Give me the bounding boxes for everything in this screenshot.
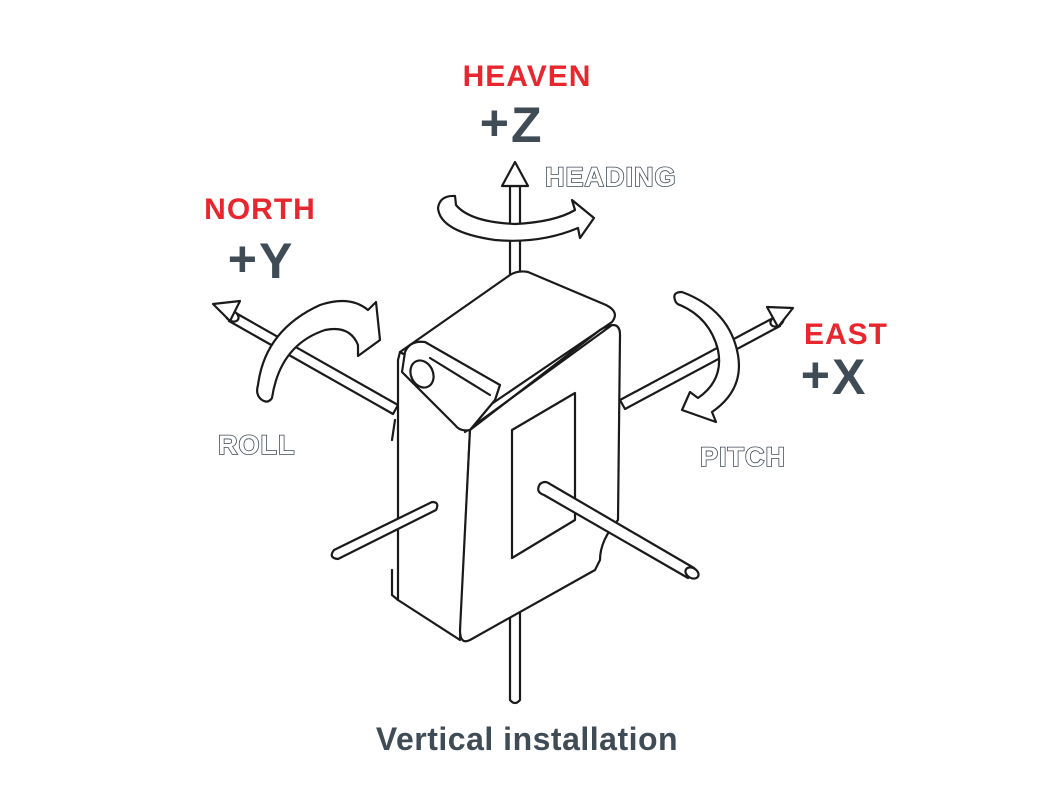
- roll-label: ROLL: [218, 430, 296, 460]
- diagram-caption: Vertical installation: [376, 721, 678, 757]
- y-axis-arrowhead: [211, 299, 242, 323]
- y-axis-letter: Y: [259, 233, 292, 289]
- z-axis-sign: +: [480, 95, 509, 151]
- heading-label: HEADING: [545, 162, 677, 192]
- x-direction-label: EAST: [804, 318, 888, 351]
- y-axis-rod-front: [330, 500, 439, 561]
- z-axis-rod-bottom: [508, 598, 522, 705]
- heading-rotation-arrow: [436, 194, 596, 242]
- x-axis-rod-front: [537, 480, 700, 580]
- pitch-rotation-arrow: [673, 290, 740, 424]
- x-axis-sign: +: [801, 347, 830, 403]
- x-axis-arrowhead: [765, 305, 795, 329]
- z-axis-letter: Z: [511, 97, 542, 153]
- z-direction-label: HEAVEN: [463, 60, 592, 93]
- x-axis-letter: X: [832, 349, 865, 405]
- y-axis-sign: +: [228, 231, 257, 287]
- z-axis-arrowhead: [500, 160, 530, 188]
- pitch-label: PITCH: [700, 442, 786, 472]
- roll-rotation-arrow: [256, 299, 382, 403]
- y-direction-label: NORTH: [204, 193, 316, 226]
- sensor-device: [390, 270, 622, 643]
